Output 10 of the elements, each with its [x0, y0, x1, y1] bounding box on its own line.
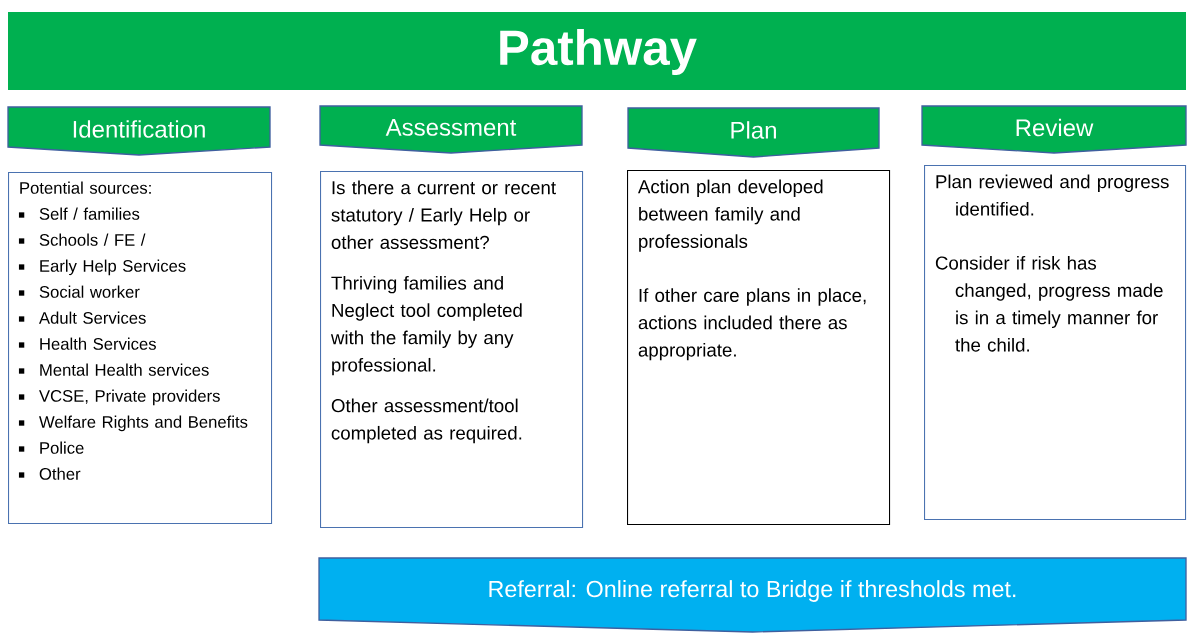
text-box: Action plan developed between family and professionals If other care plans in place, actions included there as appropriate. — [627, 170, 891, 526]
title-banner: Pathway — [8, 12, 1186, 90]
stage-heading-banner: Review — [921, 105, 1187, 154]
stage-heading-banner: Identification — [7, 106, 271, 156]
stage-heading-banner: Plan — [627, 107, 880, 158]
stage-heading-banner: Assessment — [319, 105, 583, 154]
text-box: Plan reviewed and progress identified. Consider if risk has changed, progress made is in a timely manner for the child. — [924, 165, 1187, 521]
text-box: Is there a current or recent statutory / Early Help or other assessment? Thriving families and Neglect tool completed with the family by any professional. Other assessment/tool completed as required. — [320, 171, 584, 529]
referral-banner: Referral: Online referral to Bridge if thresholds met. — [318, 557, 1187, 633]
text-box: Potential sources: Self / families Schools / FE / Early Help Services Social worker Adult Services Health Services Mental Health services VCSE, Private providers Welfare Rights and Benefits Police Other — [8, 172, 273, 525]
